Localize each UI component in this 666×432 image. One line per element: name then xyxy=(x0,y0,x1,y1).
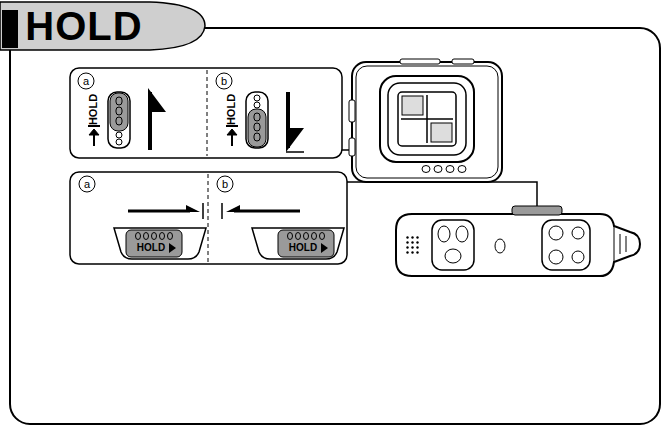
direction-arrow xyxy=(148,88,166,150)
slider-knob xyxy=(248,109,266,147)
callout-circle xyxy=(217,176,233,192)
callout-letter: b xyxy=(221,76,227,87)
remote-control xyxy=(396,206,640,276)
hold-label: HOLD xyxy=(88,93,99,124)
callout-letter: a xyxy=(83,76,89,87)
leader-line xyxy=(347,182,537,206)
direction-arrow xyxy=(286,92,304,152)
section-title: HOLD xyxy=(25,6,142,46)
remote-panel xyxy=(70,172,347,264)
hold-triangle xyxy=(321,243,328,253)
hold-label: HOLD xyxy=(289,243,317,253)
cassette-player xyxy=(349,59,502,182)
direction-arrow xyxy=(128,203,300,219)
hold-triangle xyxy=(169,243,176,253)
divider xyxy=(208,174,209,262)
callout-circle xyxy=(78,73,94,89)
player-panel xyxy=(70,68,342,158)
main-frame xyxy=(10,28,660,424)
callout-letter: a xyxy=(84,179,90,190)
title-tab xyxy=(0,2,205,50)
slider-knob xyxy=(126,230,182,257)
slider-track xyxy=(108,92,130,148)
callout-circle xyxy=(79,176,95,192)
hold-label: HOLD xyxy=(137,243,165,253)
divider xyxy=(207,70,208,156)
knurl xyxy=(136,233,325,240)
knurl xyxy=(116,97,122,145)
hold-label: HOLD xyxy=(226,93,237,124)
callout-letter: b xyxy=(222,179,228,190)
slider-knob xyxy=(110,93,128,131)
knurl xyxy=(254,95,260,141)
slider-knob xyxy=(278,230,334,257)
callout-circle xyxy=(216,73,232,89)
slider-tray xyxy=(114,228,344,259)
slider-track xyxy=(246,92,268,148)
tab-icon xyxy=(2,10,18,48)
